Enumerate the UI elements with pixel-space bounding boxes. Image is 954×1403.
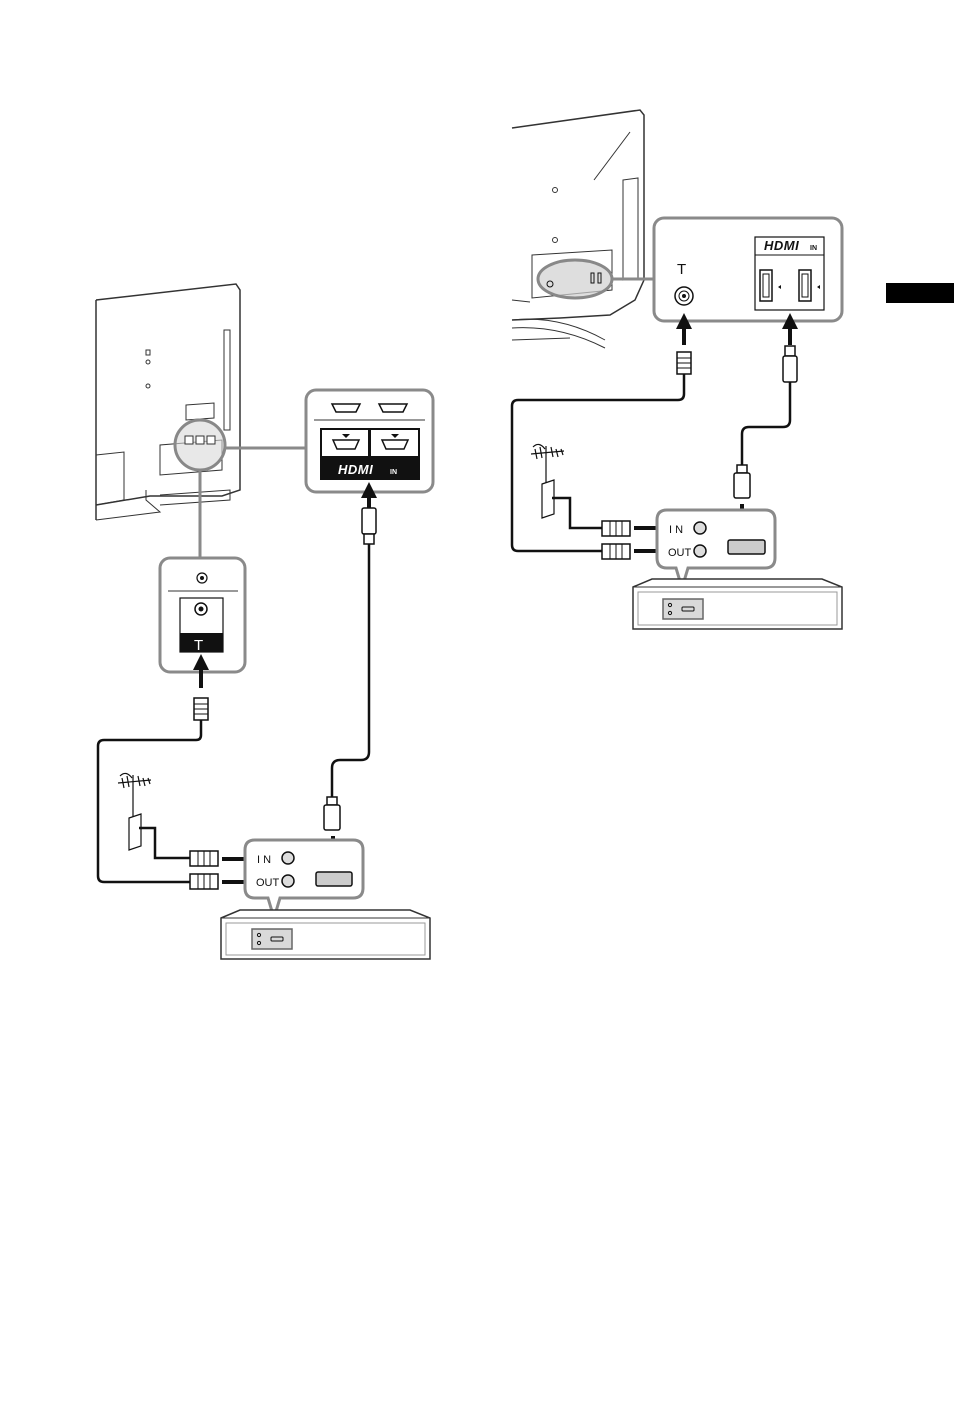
recorder-left — [221, 910, 430, 959]
tv-rear-left — [96, 284, 240, 520]
antenna-left — [118, 773, 190, 858]
hdmi-logo-right: HDMI — [764, 238, 799, 253]
recorder-right — [633, 579, 842, 629]
recorder-panel-right: I N OUT — [657, 510, 775, 588]
antenna-symbol-left: Τ — [194, 637, 203, 654]
in-label-left: I N — [257, 854, 271, 866]
antenna-right — [531, 444, 602, 528]
page-tab-marker — [886, 283, 954, 303]
out-label-right: OUT — [668, 547, 692, 559]
antenna-symbol-right: Τ — [677, 261, 686, 278]
tv-rear-right — [512, 110, 644, 348]
hdmi-in-label-right: IN — [810, 245, 817, 252]
hdmi-cable-right — [734, 346, 797, 498]
right-illustration: Τ HDMI IN — [512, 110, 842, 629]
antenna-panel-left: Τ — [160, 558, 245, 672]
out-label-left: OUT — [256, 877, 280, 889]
hdmi-cable-left — [324, 508, 376, 830]
recorder-panel-left: I N OUT — [245, 840, 363, 918]
ports-panel-right: Τ HDMI IN — [654, 218, 842, 321]
hdmi-logo-left: HDMI — [338, 462, 373, 477]
in-label-right: I N — [669, 524, 683, 536]
hdmi-panel-left: HDMI IN — [306, 390, 433, 492]
left-illustration: HDMI IN Τ — [96, 284, 433, 959]
hdmi-in-label-left: IN — [390, 469, 397, 476]
tv-port-highlight-left — [175, 420, 225, 470]
